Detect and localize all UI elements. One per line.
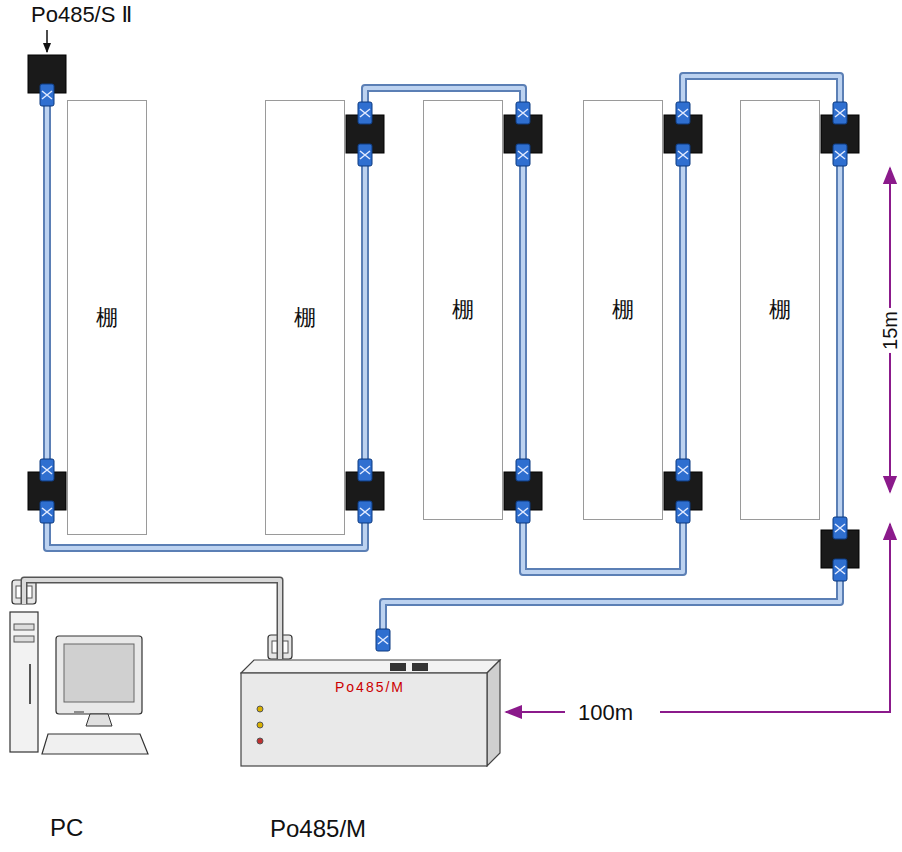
device-label: Po485/M: [270, 815, 366, 843]
slave-unit: [28, 55, 859, 568]
shelf-label: 棚: [769, 295, 791, 325]
shelf-box: 棚: [265, 100, 345, 535]
shelf-box: 棚: [67, 100, 147, 535]
shelf-label: 棚: [96, 303, 118, 333]
shelf-box: 棚: [740, 100, 820, 520]
pc-illustration: [0, 604, 150, 764]
master-unit: Po485/MPo485/M: [240, 659, 502, 767]
shelf-label: 棚: [294, 303, 316, 333]
bus-cable: [47, 76, 840, 650]
shelf-label: 棚: [452, 295, 474, 325]
dimension-arrow: [506, 168, 890, 712]
leader-arrow: [46, 30, 48, 52]
dimension-label: 15m: [879, 308, 902, 353]
shelf-label: 棚: [612, 295, 634, 325]
shelf-box: 棚: [423, 100, 503, 520]
connector-plug: [12, 84, 847, 659]
shelf-box: 棚: [583, 100, 663, 520]
dimension-label: 100m: [575, 700, 636, 726]
master-illustration: [240, 659, 502, 767]
part-name: Po485/S Ⅱ: [28, 2, 135, 28]
pc-unit: PC: [0, 604, 150, 764]
device-label: PC: [50, 814, 83, 842]
device-name: Po485/M: [335, 679, 405, 695]
